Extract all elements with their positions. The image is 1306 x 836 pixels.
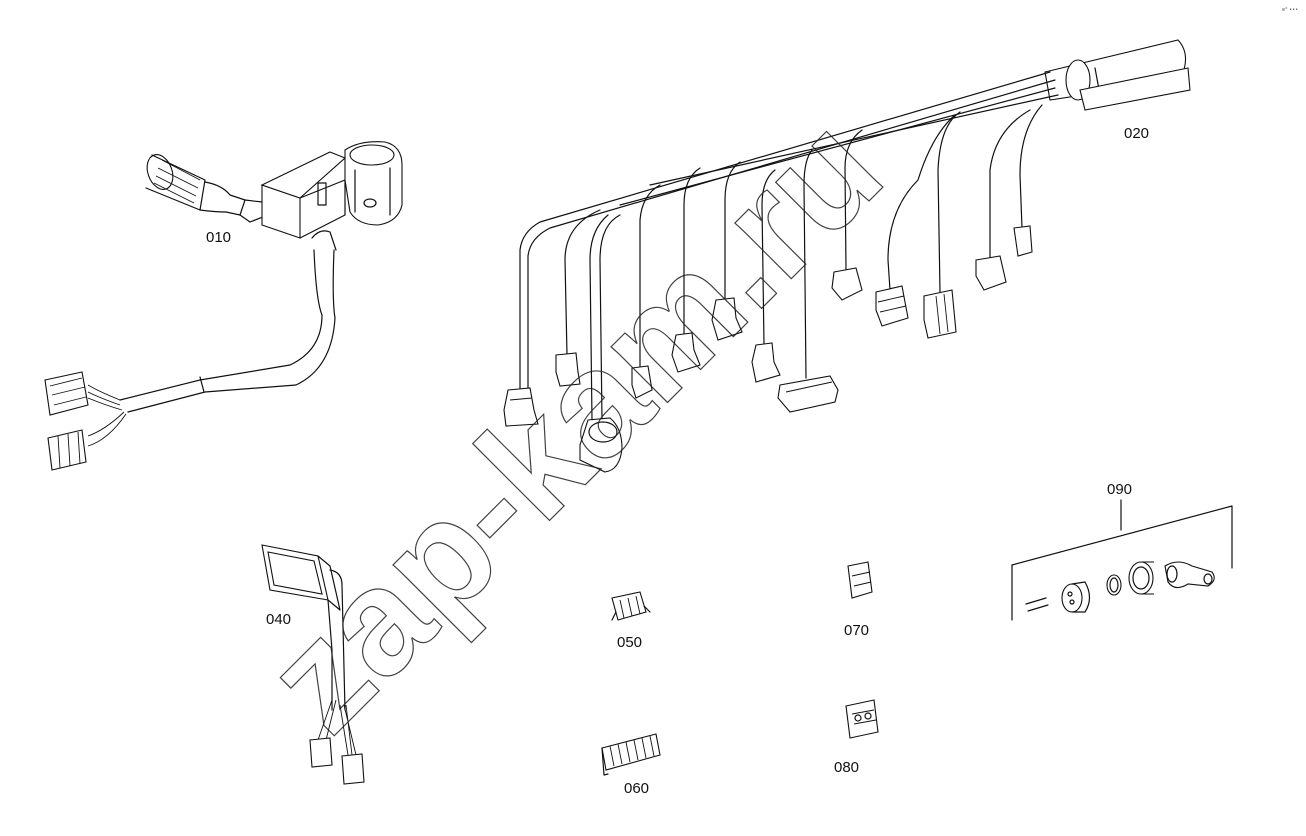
label-070: 070 (844, 622, 869, 639)
label-090: 090 (1107, 481, 1132, 498)
corner-mark: e° ••• (1282, 7, 1298, 13)
connector-b (555, 352, 581, 387)
connector-g (751, 342, 781, 383)
connector-i (831, 267, 863, 301)
part-080-connector (845, 699, 879, 739)
connector-c (579, 417, 623, 473)
watermark: zap-kam.ru (234, 84, 913, 763)
connector-d (631, 365, 653, 399)
connector-l (975, 255, 1007, 291)
connector-e (671, 332, 701, 373)
connector-m (1013, 225, 1033, 257)
part-070-connector (847, 561, 873, 599)
part-060-connector (601, 733, 661, 776)
connector-k (923, 289, 957, 339)
label-040: 040 (266, 611, 291, 628)
label-060: 060 (624, 780, 649, 797)
label-020: 020 (1124, 125, 1149, 142)
connector-j (875, 285, 909, 327)
part-050-connector (611, 591, 651, 621)
part-090-fitting-set (1011, 499, 1233, 621)
connector-h (777, 375, 839, 413)
label-050: 050 (617, 634, 642, 651)
label-080: 080 (834, 759, 859, 776)
part-040-display-cable (261, 544, 365, 785)
connector-a (503, 387, 539, 427)
label-010: 010 (206, 229, 231, 246)
part-010-lever-switch (44, 141, 403, 471)
part-020-main-harness (503, 39, 1191, 473)
connector-f (711, 297, 743, 341)
